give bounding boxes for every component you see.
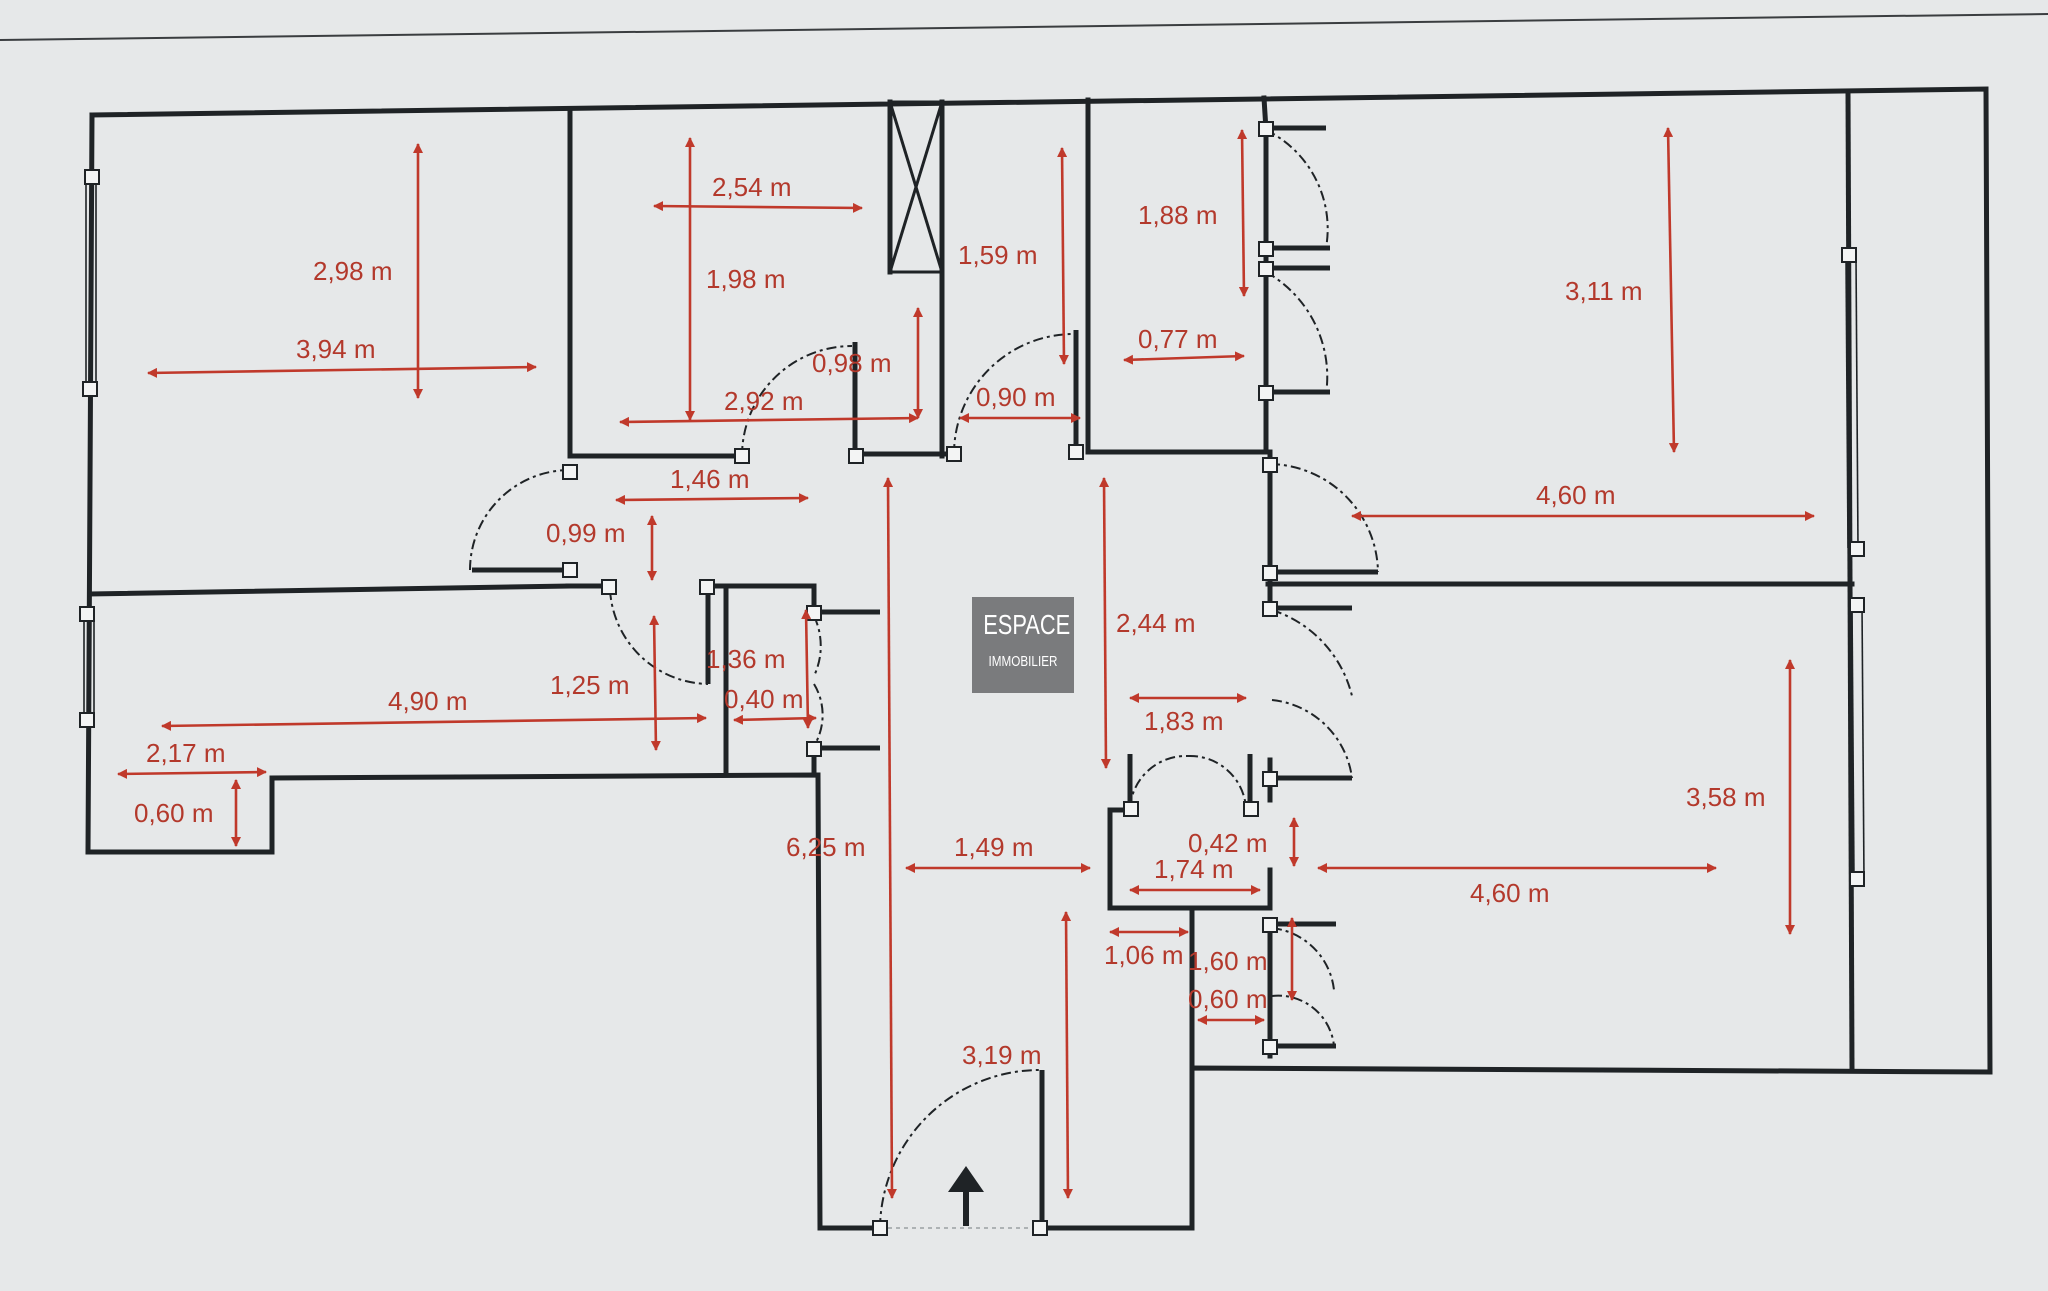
dimension-labels: 2,98 m 3,94 m 2,54 m 1,98 m 0,98 m 2,92 … bbox=[134, 172, 1766, 1070]
dim-label: 4,60 m bbox=[1470, 878, 1550, 908]
up-arrow-icon bbox=[948, 1166, 984, 1226]
dim-label: 1,59 m bbox=[958, 240, 1038, 270]
dim-label: 0,40 m bbox=[724, 684, 804, 714]
dim-label: 2,44 m bbox=[1116, 608, 1196, 638]
logo-line2: IMMOBILIER bbox=[988, 653, 1058, 670]
logo-line1: ESPACE bbox=[983, 609, 1071, 640]
dim-label: 1,06 m bbox=[1104, 940, 1184, 970]
dim-label: 0,77 m bbox=[1138, 324, 1218, 354]
dim-label: 2,17 m bbox=[146, 738, 226, 768]
espace-immobilier-logo: ESPACE IMMOBILIER bbox=[972, 597, 1074, 693]
dim-label: 6,25 m bbox=[786, 832, 866, 862]
page-edge bbox=[0, 13, 2048, 41]
wall-closet bbox=[1107, 807, 1273, 911]
dim-label: 0,42 m bbox=[1188, 828, 1268, 858]
dim-label: 2,98 m bbox=[313, 256, 393, 286]
dim-label: 4,90 m bbox=[388, 686, 468, 716]
shaft-cross-2 bbox=[888, 101, 944, 273]
outer-wall bbox=[89, 86, 1993, 1231]
wall-nodes bbox=[79, 121, 1865, 1236]
dim-label: 3,94 m bbox=[296, 334, 376, 364]
dim-label: 1,74 m bbox=[1154, 854, 1234, 884]
doors bbox=[469, 125, 1379, 1229]
wall-left-rooms bbox=[87, 583, 571, 597]
dim-label: 0,60 m bbox=[1188, 984, 1268, 1014]
outer-wall-right-inner bbox=[1845, 89, 1855, 1071]
dim-label: 3,19 m bbox=[962, 1040, 1042, 1070]
dim-label: 3,58 m bbox=[1686, 782, 1766, 812]
shaft bbox=[888, 100, 944, 274]
dim-label: 0,99 m bbox=[546, 518, 626, 548]
dim-label: 2,92 m bbox=[724, 386, 804, 416]
windows bbox=[83, 180, 1865, 881]
dim-label: 4,60 m bbox=[1536, 480, 1616, 510]
dim-label: 2,54 m bbox=[712, 172, 792, 202]
dim-label: 0,90 m bbox=[976, 382, 1056, 412]
dim-label: 1,49 m bbox=[954, 832, 1034, 862]
dim-label: 3,11 m bbox=[1565, 276, 1643, 306]
dim-label: 0,60 m bbox=[134, 798, 214, 828]
dim-label: 1,25 m bbox=[550, 670, 630, 700]
dim-label: 1,83 m bbox=[1144, 706, 1224, 736]
wall-wc-top bbox=[703, 583, 817, 613]
dim-label: 1,46 m bbox=[670, 464, 750, 494]
dim-label: 0,98 m bbox=[812, 348, 892, 378]
outer-wall-left bbox=[85, 112, 883, 1231]
dim-label: 1,60 m bbox=[1188, 946, 1268, 976]
dim-label: 1,98 m bbox=[706, 264, 786, 294]
dim-label: 1,88 m bbox=[1138, 200, 1218, 230]
dimension-lines bbox=[117, 127, 1815, 1199]
dim-label: 1,36 m bbox=[706, 644, 786, 674]
